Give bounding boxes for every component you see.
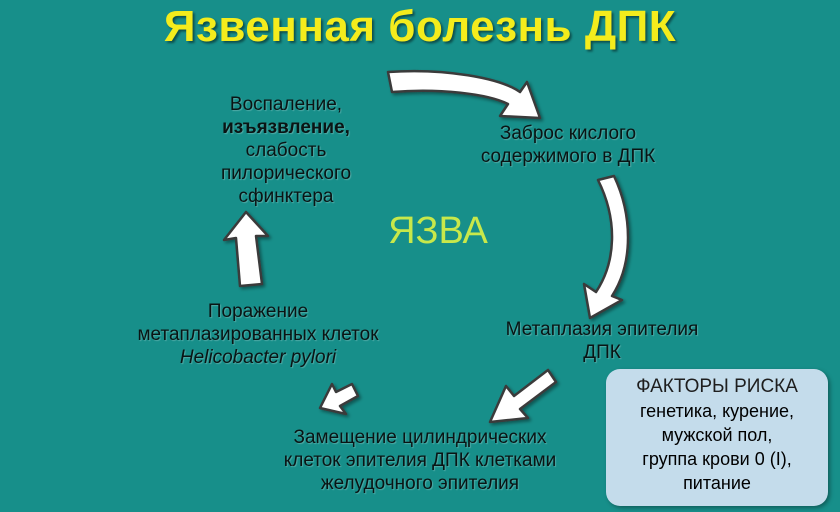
node-metaplasia-line: Метаплазия эпителия <box>505 319 699 340</box>
arrow-to-reflux <box>386 69 542 120</box>
node-reflux-line: содержимого в ДПК <box>480 146 656 167</box>
node-inflammation-line: пилорического <box>220 163 352 184</box>
node-replacement-line: желудочного эпителия <box>320 473 520 494</box>
node-inflammation-line: сфинктера <box>238 186 334 207</box>
node-replacement-line: клеток эпителия ДПК клетками <box>283 450 557 471</box>
node-metaplasia-line: ДПК <box>583 342 621 363</box>
node-replacement-line: Замещение цилиндрических <box>293 427 547 448</box>
node-metaplasia: Метаплазия эпителия ДПК <box>478 318 726 364</box>
risk-factor-line: генетика, курение, <box>639 401 795 421</box>
node-inflammation-line-bold: изъязвление, <box>222 117 350 138</box>
arrow-to-metaplasia <box>582 174 630 320</box>
risk-factor-line: группа крови 0 (I), <box>642 449 792 469</box>
node-reflux-line: Заброс кислого <box>499 123 637 144</box>
diagram-title: Язвенная болезнь ДПК <box>163 2 677 51</box>
center-label: ЯЗВА <box>388 210 488 252</box>
arrow-to-inflammation <box>222 210 270 288</box>
node-inflammation-line: Воспаление, <box>229 94 343 115</box>
node-replacement: Замещение цилиндрических клеток эпителия… <box>250 426 590 495</box>
node-inflammation: Воспаление, изъязвление, слабость пилори… <box>196 93 376 208</box>
risk-factor-line: питание <box>683 473 751 493</box>
node-reflux: Заброс кислого содержимого в ДПК <box>468 122 668 168</box>
node-inflammation-line: слабость <box>245 140 327 161</box>
arrow-to-replacement <box>488 368 558 424</box>
node-damage-line: метаплазированных клеток <box>137 324 379 345</box>
node-damage-line: Поражение <box>207 301 309 322</box>
risk-factors-box: ФАКТОРЫ РИСКА генетика, курение, мужской… <box>606 369 828 506</box>
risk-factor-line: мужской пол, <box>661 425 773 445</box>
node-damage: Поражение метаплазированных клеток Helic… <box>126 300 390 369</box>
node-damage-line-italic: Helicobacter pylori <box>179 347 337 368</box>
risk-factors-title: ФАКТОРЫ РИСКА <box>636 376 798 397</box>
arrow-to-damage <box>318 382 360 416</box>
